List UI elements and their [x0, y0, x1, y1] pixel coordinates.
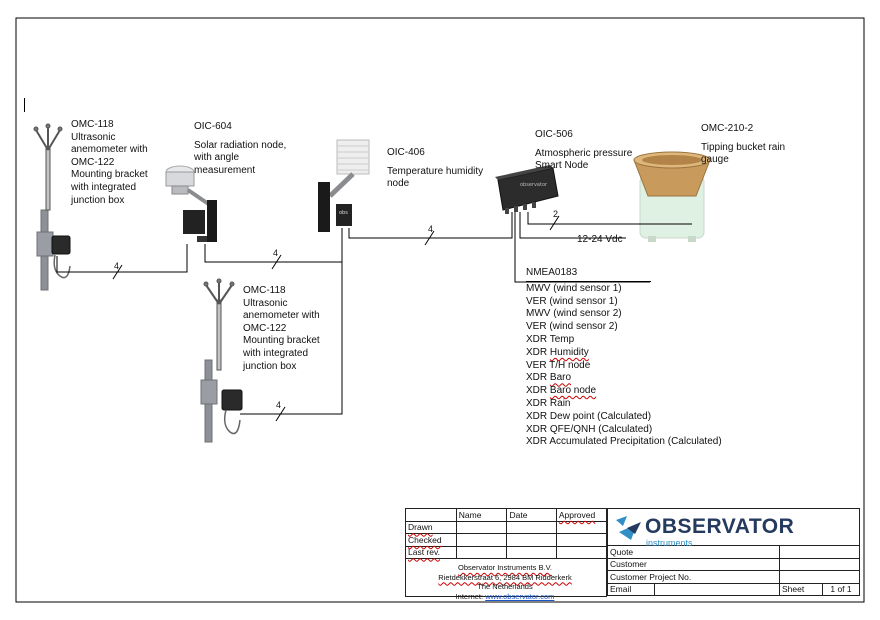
nmea-sentence: MWV (wind sensor 1)	[526, 282, 622, 294]
power-label: 12-24 Vdc	[577, 234, 623, 245]
pressure-node-image: observator	[495, 165, 559, 214]
cable-anemometer-1	[56, 244, 188, 273]
device-label-solar: OIC-604 Solar radiation node, with angle…	[194, 121, 287, 176]
title-block-project: Quote Customer Customer Project No. Emai…	[607, 508, 860, 596]
nmea-sentence: XDR Accumulated Precipitation (Calculate…	[526, 436, 722, 448]
wire-count-temp-humidity: 4	[428, 224, 434, 234]
nmea-output-list: NMEA0183 MWV (wind sensor 1)VER (wind se…	[526, 267, 722, 449]
logo-cell	[607, 508, 860, 546]
wire-count-rain: 2	[553, 209, 559, 219]
rain-gauge-image	[633, 151, 711, 242]
nmea-sentence: XDR Rain	[526, 397, 571, 409]
company-address: Observator Instruments B.V. Rietdekkerst…	[438, 563, 572, 601]
device-label-anemometer-2: OMC-118 Ultrasonic anemometer with OMC-1…	[243, 285, 320, 372]
sheet-border	[15, 17, 865, 603]
nmea-sentence: XDR Temp	[526, 333, 575, 345]
cable-power	[519, 212, 626, 239]
cables	[56, 212, 692, 422]
anemometer-1-image	[33, 123, 71, 291]
nmea-sentence: MWV (wind sensor 2)	[526, 308, 622, 320]
website-link[interactable]: www.observator.com	[485, 591, 555, 601]
anemometer-2-image	[200, 278, 243, 443]
wire-count-solar: 4	[273, 248, 279, 258]
tb-header-date: Date	[506, 508, 557, 522]
logo-mark-icon	[616, 516, 641, 540]
title-block-approval: Name Date Approved Drawn Checked Last re…	[405, 508, 608, 597]
device-label-temp-humidity: OIC-406 Temperature humidity node	[387, 147, 484, 190]
cable-nmea	[514, 212, 650, 283]
temp-humidity-node-image: obs	[318, 139, 370, 232]
svg-text:obs: obs	[339, 210, 348, 216]
tb-row-last-rev: Last rev.	[405, 545, 457, 559]
cable-temp-humidity	[348, 212, 513, 239]
tb-row-checked: Checked	[405, 533, 457, 547]
nmea-sentence: XDR Baro	[526, 372, 572, 384]
tb-header-name: Name	[455, 508, 508, 522]
tb-sheet-value: 1 of 1	[822, 582, 860, 596]
tb-sheet: Sheet	[779, 582, 823, 596]
solar-node-image	[165, 165, 217, 242]
tb-customer: Customer	[607, 557, 780, 571]
cable-solar	[204, 228, 343, 263]
tb-customer-project: Customer Project No.	[607, 570, 780, 584]
nmea-sentence: XDR Dew point (Calculated)	[526, 410, 652, 422]
nmea-sentence: XDR Baro node	[526, 385, 597, 397]
device-label-rain: OMC-210-2 Tipping bucket rain gauge	[701, 123, 786, 166]
logo-subtitle: instruments	[646, 538, 693, 548]
tb-corner	[405, 508, 457, 522]
device-label-anemometer-1: OMC-118 Ultrasonic anemometer with OMC-1…	[71, 119, 148, 206]
logo-wordmark: OBSERVATOR	[645, 515, 795, 538]
nmea-sentence: XDR QFE/QNH (Calculated)	[526, 423, 653, 435]
tb-company-cell	[405, 558, 607, 597]
nmea-header: NMEA0183	[526, 267, 651, 282]
nmea-sentences: MWV (wind sensor 1)VER (wind sensor 1)MW…	[526, 283, 722, 449]
svg-text:observator: observator	[520, 182, 548, 188]
cable-anemometer-2	[240, 262, 343, 415]
cable-rain	[527, 212, 692, 225]
tb-quote: Quote	[607, 545, 780, 559]
nmea-sentence: XDR Humidity	[526, 346, 589, 358]
wire-count-anemometer-1: 4	[114, 261, 120, 271]
text-cursor	[24, 98, 25, 112]
observator-logo: OBSERVATOR instruments	[611, 512, 855, 548]
tb-header-approved: Approved	[555, 508, 608, 522]
nmea-sentence: VER (wind sensor 1)	[526, 295, 618, 307]
tb-email: Email	[607, 582, 655, 596]
nmea-sentence: VER (wind sensor 2)	[526, 321, 618, 333]
wire-count-anemometer-2: 4	[276, 400, 282, 410]
tb-row-drawn: Drawn	[405, 520, 457, 534]
device-label-pressure: OIC-506 Atmospheric pressure Smart Node	[535, 129, 633, 172]
nmea-sentence: VER T/H node	[526, 359, 591, 371]
